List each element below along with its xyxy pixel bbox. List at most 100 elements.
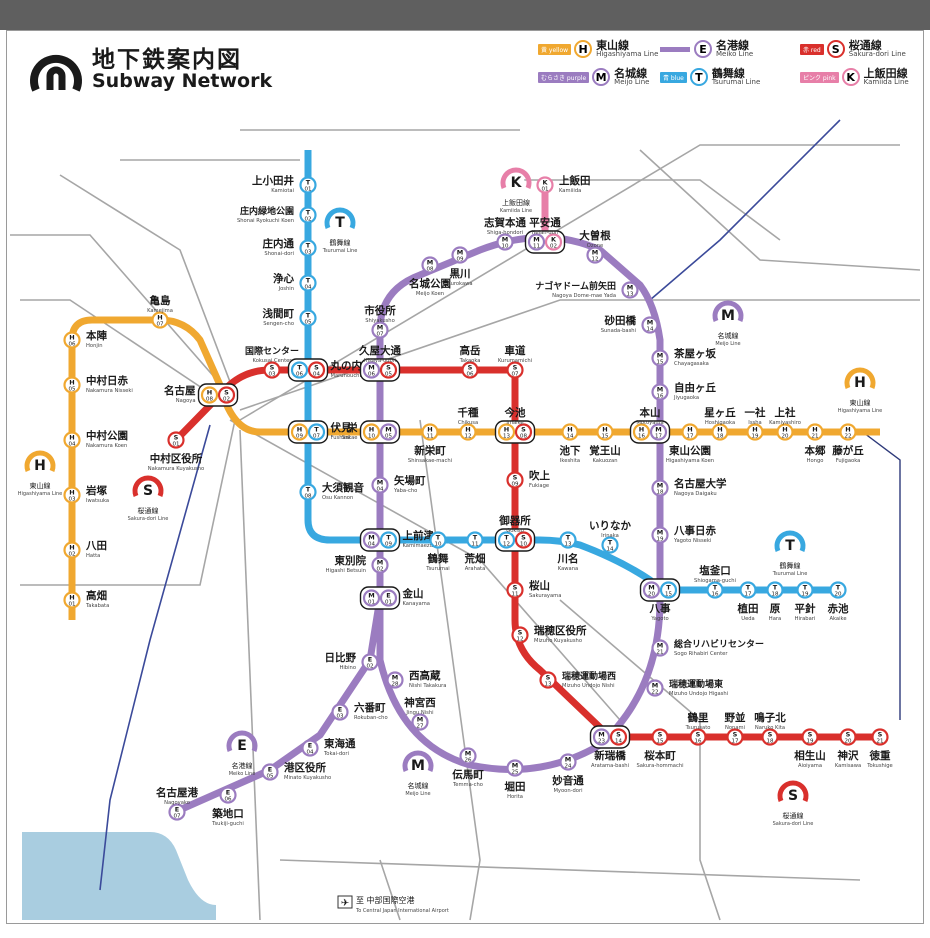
station-name-ja: 吹上 (529, 469, 550, 482)
station-line-letter: M (657, 386, 663, 394)
station-line-letter: T (386, 534, 391, 542)
station-number: 21 (657, 650, 664, 656)
station-code-marker (559, 531, 577, 549)
station-line-letter: H (69, 434, 74, 442)
sakura-dori-line (173, 366, 880, 741)
station-code-marker (806, 423, 824, 441)
station-code-marker (379, 361, 398, 379)
station-name-ja: いりなか (589, 520, 631, 532)
station-name-ja: 庄内緑地公園 (240, 205, 294, 217)
station-name-en: Sakurayama (529, 593, 561, 599)
station-name-ja: 野並 (725, 711, 746, 724)
